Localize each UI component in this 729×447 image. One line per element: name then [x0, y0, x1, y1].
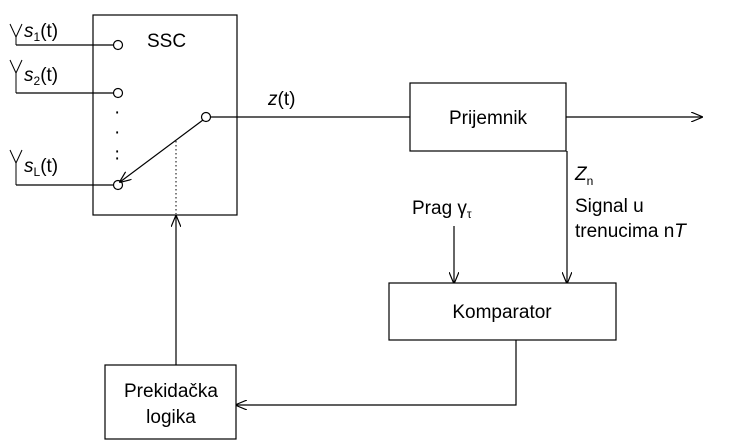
input-terminal-2	[112, 87, 124, 99]
receiver-label: Prijemnik	[449, 108, 528, 129]
antenna-2: s2(t)	[9, 59, 124, 99]
switch-pivot	[200, 111, 212, 123]
comparator-to-logic-arrow	[236, 340, 517, 405]
input-terminal-1	[112, 39, 124, 51]
antenna-2-icon	[9, 59, 23, 75]
logic-label-line1: Prekidačka	[124, 381, 218, 402]
antenna-1: s1(t)	[9, 21, 124, 51]
antenna-L-icon	[9, 149, 23, 165]
antenna-L-label: sL(t)	[24, 156, 58, 179]
dot-1: ·	[114, 102, 120, 123]
switch-arm	[120, 119, 204, 182]
dot-4: ·	[114, 148, 120, 169]
dot-3: ·	[114, 141, 120, 162]
signal-text-line1: Signal u	[575, 196, 644, 217]
antenna-1-label: s1(t)	[24, 21, 58, 44]
comparator-block	[388, 282, 617, 341]
logic-label-line2: logika	[146, 407, 196, 428]
dot-2: ·	[114, 122, 120, 143]
threshold-label: Prag γτ	[412, 198, 472, 221]
logic-block	[104, 364, 237, 440]
comparator-label: Komparator	[452, 302, 552, 323]
ssc-label: SSC	[147, 31, 186, 52]
antenna-1-icon	[9, 23, 23, 39]
antenna-L: sL(t)	[9, 149, 124, 191]
receiver-block	[409, 82, 567, 152]
z-signal-label: z(t)	[267, 89, 295, 110]
zn-label: Zn	[574, 164, 593, 188]
antenna-2-label: s2(t)	[24, 65, 58, 88]
signal-text-line2: trenucima nT	[575, 221, 687, 242]
